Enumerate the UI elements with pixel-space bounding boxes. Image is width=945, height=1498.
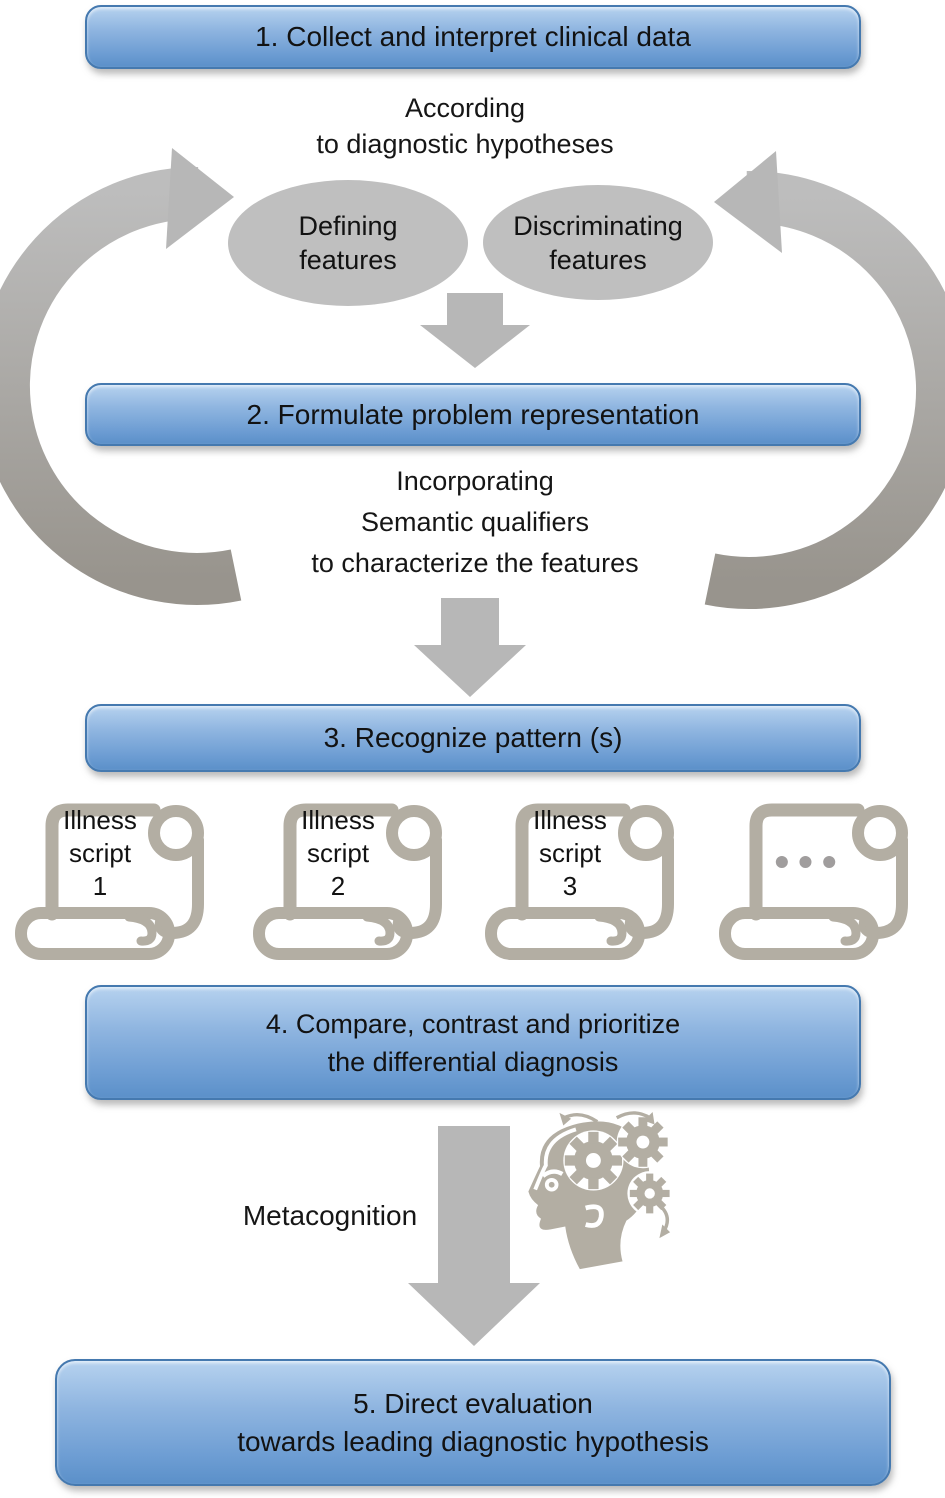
step-3-label: 3. Recognize pattern (s)	[323, 722, 623, 753]
step-5-line-2: towards leading diagnostic hypothesis	[237, 1425, 709, 1457]
down-arrow-1	[420, 293, 530, 368]
step-box-1: 1. Collect and interpret clinical data	[85, 5, 861, 69]
illness-script-more: •••	[712, 786, 934, 978]
metacognition-head-gears-icon	[528, 1111, 673, 1270]
discriminating-features-line-1: Discriminating	[513, 210, 683, 241]
metacognition-label: Metacognition	[242, 1200, 418, 1231]
step-box-4: 4. Compare, contrast and prioritize the …	[85, 985, 861, 1100]
step-box-3: 3. Recognize pattern (s)	[85, 704, 861, 772]
scroll-icon	[15, 803, 204, 960]
down-arrow-2	[414, 598, 526, 697]
incorporating-line-2: Semantic qualifiers	[360, 507, 590, 537]
step-5-line-1: 5. Direct evaluation	[353, 1387, 593, 1419]
illness-script-2-line-3: 2	[330, 871, 346, 901]
illness-script-1-line-2: script	[68, 838, 132, 868]
according-line-2: to diagnostic hypotheses	[316, 129, 614, 159]
scroll-icon	[485, 803, 674, 960]
discriminating-features-line-2: features	[549, 244, 647, 275]
defining-features-ellipse: Defining features	[228, 180, 468, 306]
gear-rotation-arrowheads	[559, 1111, 671, 1239]
ellipsis-dots: •••	[774, 838, 846, 885]
step-2-label: 2. Formulate problem representation	[246, 398, 700, 430]
illness-script-1: Illness script 1	[8, 786, 230, 978]
illness-script-1-label: Illness script 1	[20, 804, 180, 903]
illness-script-2: Illness script 2	[246, 786, 468, 978]
curved-arrow-right	[704, 151, 945, 609]
according-annotation: According to diagnostic hypotheses	[170, 90, 760, 162]
defining-features-line-2: features	[299, 245, 397, 275]
step-box-2: 2. Formulate problem representation	[85, 383, 861, 446]
illness-script-3: Illness script 3	[478, 786, 700, 978]
incorporating-annotation: Incorporating Semantic qualifiers to cha…	[180, 461, 770, 584]
illness-script-3-line-3: 3	[562, 871, 578, 901]
scroll-icon	[719, 803, 908, 960]
step-box-5: 5. Direct evaluation towards leading dia…	[55, 1359, 891, 1486]
illness-script-2-line-2: script	[306, 838, 370, 868]
defining-features-line-1: Defining	[298, 211, 398, 241]
illness-script-2-label: Illness script 2	[258, 804, 418, 903]
curved-arrow-left	[0, 148, 242, 605]
illness-script-3-label: Illness script 3	[490, 804, 650, 903]
illness-script-2-line-1: Illness	[301, 805, 375, 835]
step-4-line-2: the differential diagnosis	[327, 1046, 619, 1077]
illness-script-3-line-2: script	[538, 838, 602, 868]
scroll-icon	[253, 803, 442, 960]
illness-script-1-line-3: 1	[92, 871, 108, 901]
incorporating-line-1: Incorporating	[396, 466, 554, 496]
illness-script-3-line-1: Illness	[533, 805, 607, 835]
incorporating-line-3: to characterize the features	[311, 548, 639, 578]
step-1-label: 1. Collect and interpret clinical data	[255, 21, 691, 52]
according-line-1: According	[404, 93, 526, 123]
discriminating-features-ellipse: Discriminating features	[483, 185, 713, 300]
down-arrow-metacognition	[408, 1126, 540, 1346]
step-4-line-1: 4. Compare, contrast and prioritize	[265, 1008, 681, 1039]
illness-script-1-line-1: Illness	[63, 805, 137, 835]
